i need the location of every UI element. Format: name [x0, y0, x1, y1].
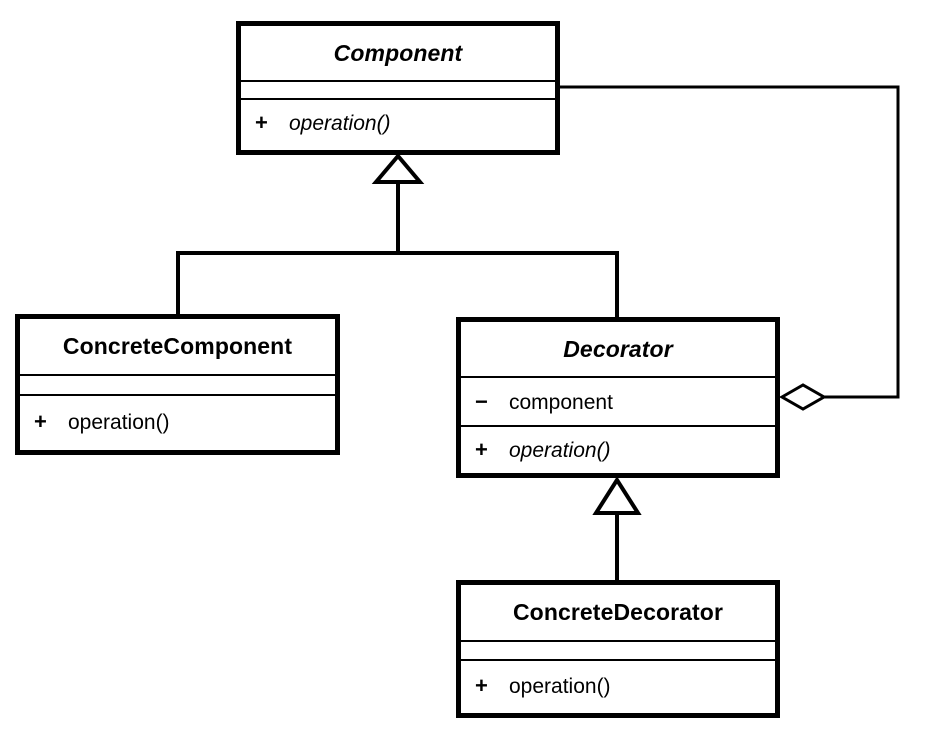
- operation-label: operation(): [68, 411, 170, 434]
- aggregation-edge-decorator-component: [560, 85, 900, 411]
- class-name-label-component: Component: [333, 39, 463, 66]
- class-operations-compartment-component: + operation(): [241, 100, 555, 146]
- class-operations-compartment-concrete-decorator: + operation(): [461, 661, 775, 711]
- class-box-concrete-decorator[interactable]: ConcreteDecorator + operation(): [456, 580, 780, 718]
- visibility-marker: +: [255, 110, 268, 135]
- class-operations-compartment-concrete-component: + operation(): [20, 396, 335, 448]
- class-name-label-concrete-component: ConcreteComponent: [62, 333, 293, 359]
- operation-label: operation(): [509, 675, 611, 698]
- class-attributes-compartment-decorator: − component: [461, 378, 775, 427]
- visibility-marker: +: [475, 673, 488, 698]
- attribute-label: component: [509, 390, 613, 414]
- hollow-diamond-icon: [778, 383, 828, 411]
- visibility-marker: −: [475, 388, 488, 414]
- visibility-marker: +: [475, 437, 488, 462]
- class-box-concrete-component[interactable]: ConcreteComponent + operation(): [15, 314, 340, 455]
- operation-row: + operation(): [461, 673, 611, 699]
- operation-label: operation(): [509, 439, 611, 462]
- operation-row: + operation(): [20, 409, 170, 435]
- hollow-triangle-icon: [592, 476, 642, 515]
- class-attributes-compartment-concrete-decorator: [461, 642, 775, 661]
- generalization-edge-to-component: [176, 152, 619, 319]
- visibility-marker: +: [34, 409, 47, 434]
- class-name-compartment-concrete-decorator: ConcreteDecorator: [461, 585, 775, 642]
- class-name-compartment-concrete-component: ConcreteComponent: [20, 319, 335, 376]
- class-box-component[interactable]: Component + operation(): [236, 21, 560, 155]
- class-attributes-compartment-concrete-component: [20, 376, 335, 396]
- class-name-label-concrete-decorator: ConcreteDecorator: [512, 599, 724, 625]
- class-attributes-compartment-component: [241, 82, 555, 100]
- attribute-row: − component: [461, 389, 613, 415]
- class-box-decorator[interactable]: Decorator − component + operation(): [456, 317, 780, 478]
- class-name-compartment-component: Component: [241, 26, 555, 82]
- operation-row: + operation(): [461, 437, 611, 463]
- hollow-triangle-icon: [371, 152, 425, 184]
- operation-row: + operation(): [241, 110, 391, 136]
- class-name-label-decorator: Decorator: [563, 335, 673, 362]
- operation-label: operation(): [289, 112, 391, 135]
- class-operations-compartment-decorator: + operation(): [461, 427, 775, 473]
- generalization-edge-to-decorator: [592, 476, 642, 582]
- class-name-compartment-decorator: Decorator: [461, 322, 775, 378]
